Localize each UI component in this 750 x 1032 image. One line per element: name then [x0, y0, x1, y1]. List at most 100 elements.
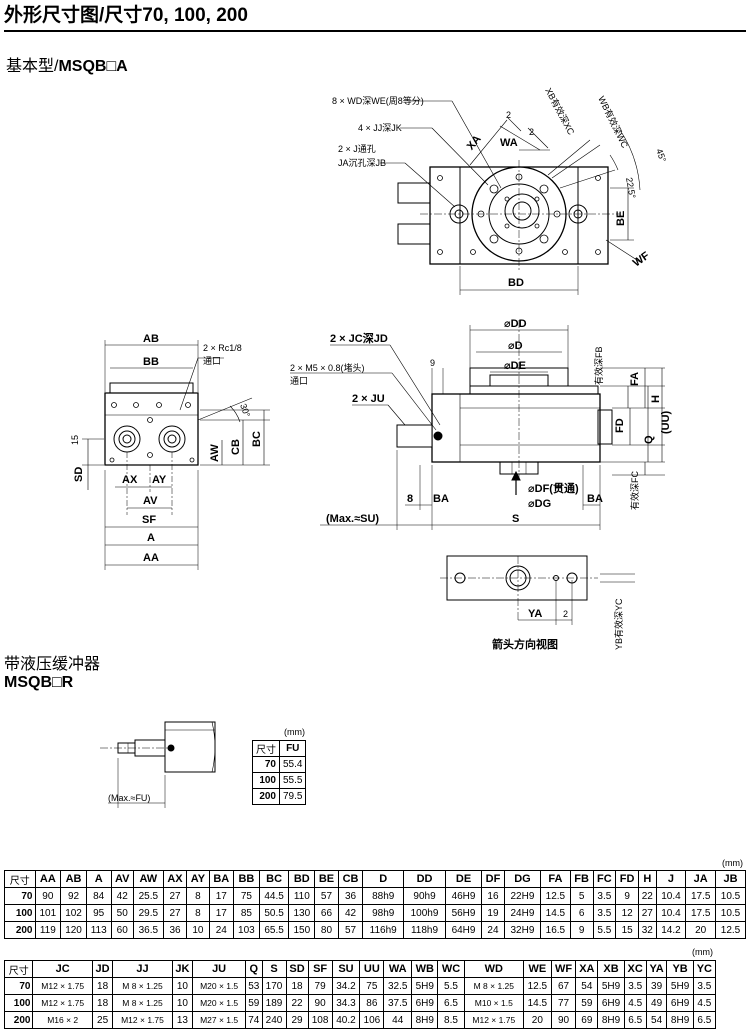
section-basic-prefix: 基本型/	[6, 58, 59, 75]
fu-table-unit: (mm)	[284, 727, 305, 737]
table2-header-cell: JJ	[112, 960, 173, 978]
table1-cell: 12	[615, 904, 639, 922]
table1-cell: 36.5	[132, 921, 164, 939]
section-hydraulic-model: MSQB□R	[4, 674, 74, 691]
table1-cell: 42	[337, 904, 364, 922]
table2-cell: 106	[359, 1011, 385, 1029]
table2-header-cell: JK	[171, 960, 194, 978]
table1-cell: 12.5	[540, 887, 571, 905]
table1-header-cell: A	[85, 870, 112, 888]
table1-header-cell: JA	[685, 870, 717, 888]
table1-header-cell: DE	[444, 870, 483, 888]
fu-cell-size: 200	[252, 788, 280, 805]
table1-cell: 15	[615, 921, 639, 939]
table2-cell: 8H9	[411, 1011, 439, 1029]
table1-cell: 102	[60, 904, 87, 922]
table1-cell: 17	[208, 904, 235, 922]
table2-cell: 18	[91, 994, 114, 1012]
table2-cell: 10	[171, 977, 194, 995]
table2-cell: 22	[285, 994, 309, 1012]
table1-cell: 90	[34, 887, 62, 905]
table1-cell: 3.5	[592, 887, 617, 905]
table2-cell: 25	[91, 1011, 114, 1029]
label-ba-left: BA	[433, 493, 449, 505]
table1-cell: 64H9	[444, 921, 483, 939]
table2-cell: 14.5	[522, 994, 552, 1012]
section-hydraulic-name: 带液压缓冲器	[4, 656, 101, 673]
table1-cell: 95	[85, 904, 112, 922]
label-ba-right: BA	[587, 493, 603, 505]
table2-cell: 67	[550, 977, 577, 995]
table1-cell: 24	[481, 921, 505, 939]
section-hydraulic-title: 带液压缓冲器 MSQB□R	[4, 650, 100, 692]
label-de: ⌀DE	[504, 360, 526, 372]
table1-cell: 29.5	[132, 904, 164, 922]
table2-cell: 34.3	[331, 994, 361, 1012]
table1-header-cell: BD	[288, 870, 316, 888]
table1-cell: 60	[110, 921, 134, 939]
table2-cell: 13	[171, 1011, 194, 1029]
table1-header-cell: 尺寸	[4, 870, 36, 888]
table1-header-cell: AV	[110, 870, 134, 888]
table2-cell: 6.5	[437, 994, 465, 1012]
top-view	[380, 100, 641, 295]
table2-header-cell: WF	[550, 960, 577, 978]
label-jj: 4 × JJ深JK	[358, 123, 402, 133]
table2-cell: 53	[245, 977, 263, 995]
label-wd: 8 × WD深WE(周8等分)	[332, 95, 424, 106]
table2-cell: 8H9	[597, 1011, 625, 1029]
fu-table-row: 200 79.5	[252, 788, 307, 805]
label-av: AV	[143, 495, 158, 507]
table1-cell: 200	[4, 921, 36, 939]
table1-cell: 32H9	[503, 921, 542, 939]
table1-cell: 92	[60, 887, 87, 905]
page-title-bar: 外形尺寸图/尺寸70, 100, 200	[4, 2, 746, 32]
table2-cell: 86	[359, 994, 385, 1012]
table1-header-cell: AA	[34, 870, 62, 888]
table2-header-cell: S	[261, 960, 287, 978]
table2-header-cell: 尺寸	[3, 960, 34, 978]
fu-cell-value: 79.5	[278, 788, 307, 805]
table2-cell: M12 × 1.75	[463, 1011, 524, 1029]
table2-header-cell: SF	[307, 960, 333, 978]
table2-header-cell: WA	[383, 960, 413, 978]
table2-cell: 189	[261, 994, 287, 1012]
table1-header-cell: CB	[337, 870, 364, 888]
table1-cell: 150	[288, 921, 316, 939]
table1-cell: 17.5	[685, 887, 717, 905]
table1-cell: 9	[569, 921, 594, 939]
label-sf: SF	[142, 514, 156, 526]
table2-cell: 200	[3, 1011, 34, 1029]
label-30deg: 30°	[238, 402, 252, 419]
table2-header-cell: UU	[359, 960, 385, 978]
table2-cell: M20 × 1.5	[192, 994, 247, 1012]
label-aw: AW	[209, 444, 221, 462]
table2-cell: 4.5	[692, 994, 717, 1012]
table2-cell: 10	[171, 994, 194, 1012]
arrow-direction-view	[440, 555, 635, 625]
label-dg: ⌀DG	[528, 498, 551, 510]
label-uu: (UU)	[660, 410, 672, 434]
label-d: ⌀D	[508, 340, 523, 352]
table1-cell: 88h9	[362, 887, 405, 905]
table2-cell: 3.5	[623, 977, 647, 995]
table2-cell: 170	[261, 977, 287, 995]
label-maxfu: (Max.≈FU)	[108, 793, 150, 803]
table2-header-cell: Q	[245, 960, 263, 978]
label-ya: YA	[528, 608, 542, 620]
table2-cell: 34.2	[331, 977, 361, 995]
table2-cell: 39	[645, 977, 668, 995]
table2-cell: 5H9	[597, 977, 625, 995]
table1-cell: 22	[638, 887, 657, 905]
table2-cell: 5H9	[666, 977, 694, 995]
table1-header-cell: BC	[258, 870, 290, 888]
label-j-through: 2 × J通孔	[338, 144, 376, 154]
table1-cell: 116h9	[362, 921, 405, 939]
label-9: 9	[430, 358, 435, 368]
table2-header-cell: XC	[623, 960, 647, 978]
table2-header-cell: SU	[331, 960, 361, 978]
table2-cell: 70	[3, 977, 34, 995]
